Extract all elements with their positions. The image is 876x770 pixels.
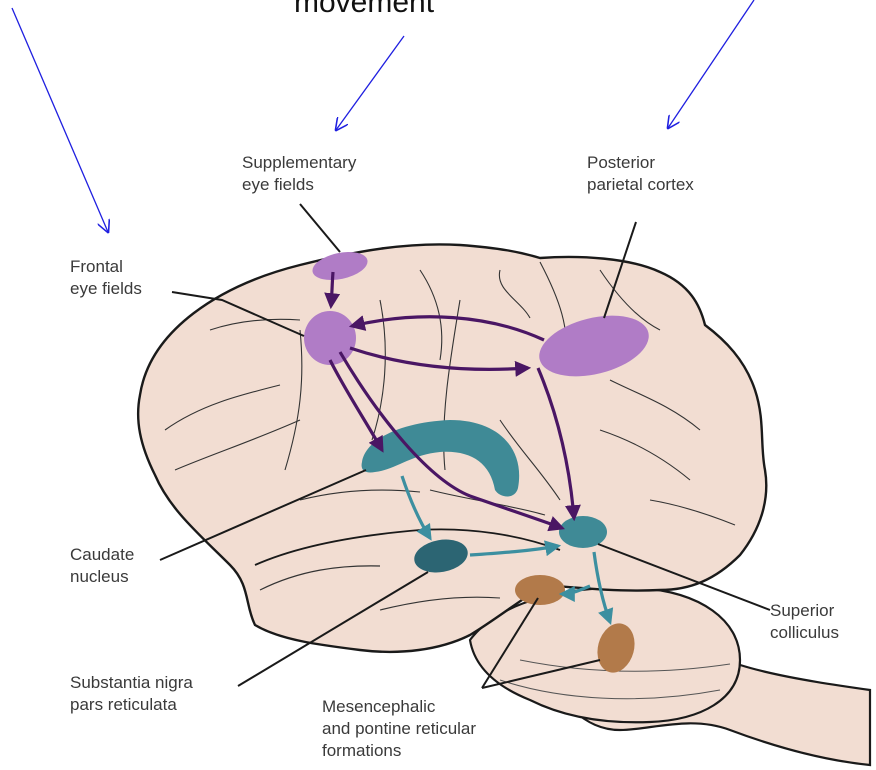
superior-colliculus-region (559, 516, 607, 548)
substantia-nigra-label: Substantia nigra pars reticulata (70, 672, 193, 716)
superior-colliculus-label: Superior colliculus (770, 600, 839, 644)
caudate-nucleus-label: Caudate nucleus (70, 544, 134, 588)
frontal-eye-fields-label: Frontal eye fields (70, 256, 142, 300)
blue-pointer-arrow-middle (336, 36, 404, 130)
supplementary-eye-fields-label: Supplementary eye fields (242, 152, 356, 196)
blue-pointer-arrow-right (668, 0, 754, 128)
top-label: movement (294, 0, 434, 20)
frontal-eye-fields-region (304, 311, 356, 365)
posterior-parietal-cortex-label: Posterior parietal cortex (587, 152, 694, 196)
mesencephalic-label: Mesencephalic and pontine reticular form… (322, 696, 476, 762)
mesencephalic-region (515, 575, 565, 605)
blue-pointer-arrow-left (12, 8, 108, 232)
